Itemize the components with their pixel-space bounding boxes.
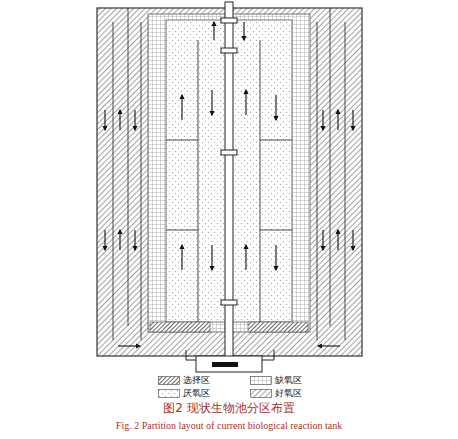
legend-text: 缺氧区 (275, 375, 302, 386)
selection-zone (150, 322, 210, 332)
legend-swatch (158, 376, 180, 385)
legend-entry: 缺氧区 (250, 375, 350, 386)
legend: 选择区 缺氧区厌氧区 好氧区 (158, 375, 358, 399)
legend-text: 厌氧区 (183, 388, 210, 399)
legend-entry: 选择区 (158, 375, 250, 386)
figure-caption-english: Fig. 2 Partition layout of current biolo… (0, 419, 458, 433)
legend-swatch (158, 389, 180, 398)
legend-text: 好氧区 (275, 388, 302, 399)
legend-swatch (250, 376, 272, 385)
selection-zone (248, 322, 308, 332)
legend-entry: 好氧区 (250, 388, 350, 399)
figure-caption: 图2 现状生物池分区布置 (0, 400, 458, 416)
central-pipe (221, 2, 237, 364)
bottom-equipment (186, 350, 274, 372)
legend-text: 选择区 (183, 375, 210, 386)
legend-swatch (250, 389, 272, 398)
legend-entry: 厌氧区 (158, 388, 250, 399)
